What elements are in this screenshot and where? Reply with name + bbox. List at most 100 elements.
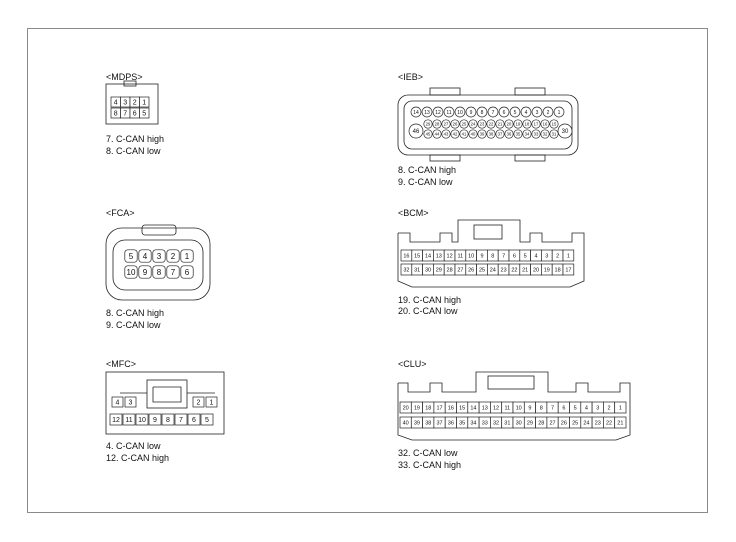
pin-cell bbox=[410, 106, 422, 118]
pin-number: 7 bbox=[171, 268, 176, 277]
pin-number: 44 bbox=[435, 132, 440, 137]
pin-cell bbox=[468, 119, 478, 129]
pin-number: 30 bbox=[562, 129, 569, 135]
fca-housing bbox=[105, 227, 211, 301]
pin-number: 18 bbox=[525, 122, 530, 127]
pin-number: 6 bbox=[185, 268, 190, 277]
pin-number: 35 bbox=[516, 132, 521, 137]
pin-number: 6 bbox=[192, 417, 196, 424]
pin-number: 25 bbox=[479, 267, 485, 273]
bcm-latch bbox=[473, 224, 503, 240]
ieb-housing bbox=[397, 94, 579, 156]
ieb-note-2: 9. C-CAN low bbox=[398, 177, 453, 187]
pin-number: 8 bbox=[114, 111, 118, 118]
mfc-note-2: 12. C-CAN high bbox=[106, 453, 170, 463]
pin-cell bbox=[138, 265, 152, 279]
pin-number: 27 bbox=[457, 267, 463, 273]
pin-number: 17 bbox=[565, 267, 571, 273]
pin-number: 15 bbox=[459, 405, 465, 411]
pin-cell bbox=[432, 119, 442, 129]
pin-number: 34 bbox=[525, 132, 530, 137]
pin-number: 16 bbox=[403, 253, 409, 259]
pin-cell bbox=[423, 129, 433, 139]
pin-number: 23 bbox=[595, 420, 601, 426]
pin-number: 19 bbox=[414, 405, 420, 411]
pin-number: 3 bbox=[123, 100, 127, 107]
pin-number: 2 bbox=[608, 405, 611, 411]
pin-number: 10 bbox=[138, 417, 146, 424]
pin-number: 28 bbox=[538, 420, 544, 426]
pin-number: 4 bbox=[585, 405, 588, 411]
pin-number: 24 bbox=[583, 420, 589, 426]
pin-cell bbox=[614, 416, 627, 429]
pin-number: 32 bbox=[493, 420, 499, 426]
bcm-note-2: 20. C-CAN low bbox=[398, 306, 458, 316]
pin-number: 5 bbox=[129, 252, 134, 261]
pin-cell bbox=[443, 106, 455, 118]
pin-number: 4 bbox=[114, 100, 118, 107]
pin-number: 31 bbox=[504, 420, 510, 426]
pin-number: 22 bbox=[511, 267, 517, 273]
pin-number: 40 bbox=[403, 420, 409, 426]
pin-cell bbox=[441, 129, 451, 139]
pin-number: 14 bbox=[413, 110, 419, 116]
pin-number: 10 bbox=[457, 110, 463, 116]
pin-number: 23 bbox=[480, 122, 485, 127]
pin-number: 1 bbox=[558, 110, 561, 116]
pin-number: 31 bbox=[414, 267, 420, 273]
pin-cell bbox=[557, 123, 573, 139]
pin-cell bbox=[109, 413, 123, 426]
pin-cell bbox=[124, 249, 138, 263]
pin-number: 27 bbox=[549, 420, 555, 426]
pin-number: 25 bbox=[462, 122, 467, 127]
ieb-tab bbox=[429, 154, 461, 162]
pin-number: 9 bbox=[470, 110, 473, 116]
pin-number: 5 bbox=[514, 110, 517, 116]
pin-number: 1 bbox=[142, 100, 146, 107]
pin-cell bbox=[180, 265, 194, 279]
pin-number: 42 bbox=[453, 132, 458, 137]
pin-number: 11 bbox=[504, 405, 510, 411]
pin-cell bbox=[180, 249, 194, 263]
pin-cell bbox=[423, 119, 433, 129]
pin-cell bbox=[486, 119, 496, 129]
pin-number: 20 bbox=[403, 405, 409, 411]
pin-number: 21 bbox=[498, 122, 503, 127]
pin-number: 26 bbox=[468, 267, 474, 273]
pin-number: 9 bbox=[143, 268, 148, 277]
pin-number: 5 bbox=[142, 111, 146, 118]
ieb-title: <IEB> bbox=[398, 72, 424, 82]
pin-number: 36 bbox=[448, 420, 454, 426]
pin-cell bbox=[166, 265, 180, 279]
pin-cell bbox=[522, 119, 532, 129]
pin-cell bbox=[468, 129, 478, 139]
pin-cell bbox=[477, 119, 487, 129]
pin-number: 20 bbox=[507, 122, 512, 127]
pin-cell bbox=[540, 119, 550, 129]
pin-number: 8 bbox=[540, 405, 543, 411]
pin-number: 11 bbox=[125, 417, 132, 424]
pin-number: 34 bbox=[470, 420, 476, 426]
pin-number: 43 bbox=[444, 132, 449, 137]
mfc-note-1: 4. C-CAN low bbox=[106, 441, 161, 451]
pin-cell bbox=[441, 119, 451, 129]
pin-number: 7 bbox=[179, 417, 183, 424]
pin-cell bbox=[111, 396, 124, 408]
pin-cell bbox=[486, 129, 496, 139]
pin-number: 5 bbox=[524, 253, 527, 259]
ieb-tab bbox=[429, 87, 461, 96]
pin-cell bbox=[138, 249, 152, 263]
pin-cell bbox=[531, 106, 543, 118]
pin-cell bbox=[122, 413, 136, 426]
pin-number: 2 bbox=[547, 110, 550, 116]
pin-number: 24 bbox=[471, 122, 476, 127]
pin-number: 12 bbox=[435, 110, 441, 116]
pin-number: 13 bbox=[424, 110, 430, 116]
pin-number: 2 bbox=[197, 400, 201, 407]
clu-title: <CLU> bbox=[398, 359, 427, 369]
pin-cell bbox=[477, 129, 487, 139]
